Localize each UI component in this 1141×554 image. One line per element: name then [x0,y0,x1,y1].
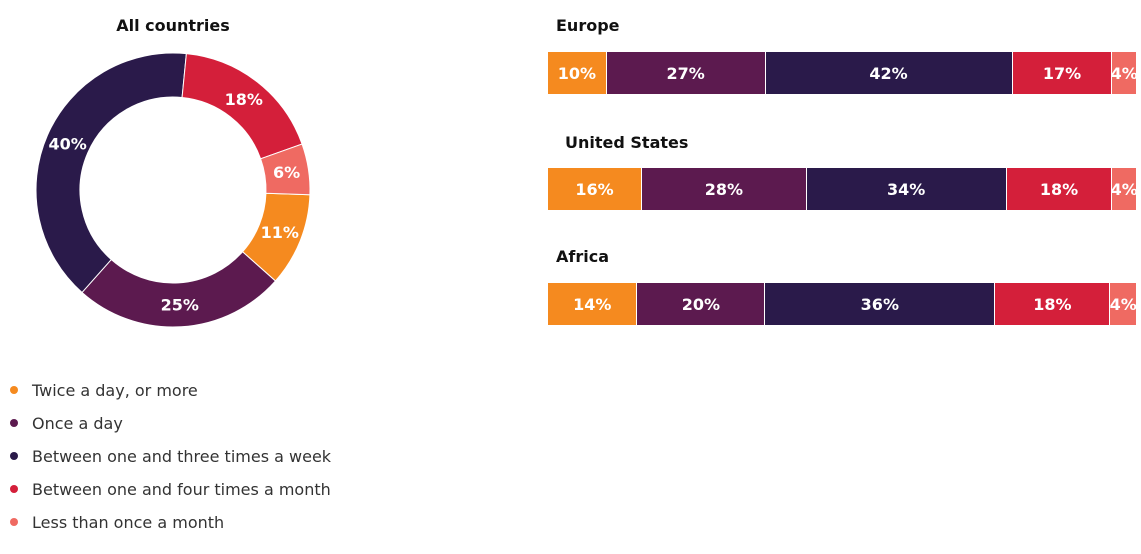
bar-segment-label: 42% [869,63,908,83]
legend-item: Less than once a month [10,508,331,536]
donut-title: All countries [116,16,230,35]
bar-segment-label: 27% [666,63,705,83]
bar-segment: 4% [1110,168,1136,210]
bar-segment-label: 4% [1109,294,1136,314]
bar-segment-label: 28% [704,179,744,199]
bar-segment: 16% [548,168,643,210]
africa-bar: 14% 20% 36% 18% 4% [548,283,1136,325]
legend-dot-icon [10,452,18,460]
bar-segment-label: 20% [681,294,721,314]
legend-label: Between one and three times a week [32,446,332,466]
legend-item: Between one and four times a month [10,475,331,503]
bar-segment: 4% [1110,283,1136,325]
donut-slice [81,251,277,328]
bar-segment-label: 10% [557,63,597,83]
legend-label: Once a day [32,413,123,433]
donut-slice-label: 6% [273,163,300,182]
donut-slice-label: 40% [48,134,86,153]
bar-segment: 42% [765,52,1013,94]
donut-slice [35,52,187,294]
bar-segment: 4% [1110,52,1136,94]
bar-segment: 18% [1006,168,1113,210]
legend-dot-icon [10,518,18,526]
donut-slice [259,143,311,196]
bar-segment: 17% [1012,52,1113,94]
bar-segment-label: 4% [1110,63,1136,83]
europe-title: Europe [556,16,620,35]
donut-slice-label: 18% [225,90,263,109]
bar-segment: 20% [637,283,766,325]
bar-segment-label: 17% [1042,63,1082,83]
bar-segment-label: 18% [1033,294,1072,314]
bar-segment: 27% [606,52,766,94]
bar-segment-label: 36% [860,294,899,314]
europe-bar: 10% 27% 42% 17% 4% [548,52,1136,94]
donut-chart: 11% 25% 40% 18% 6% [35,52,311,328]
legend-item: Between one and three times a week [10,442,331,470]
bar-segment: 28% [642,168,807,210]
donut-slice-label: 25% [161,295,199,314]
legend: Twice a day, or more Once a day Between … [10,376,331,541]
africa-title: Africa [556,247,609,266]
bar-segment-label: 4% [1110,179,1136,199]
bar-segment: 34% [806,168,1007,210]
legend-label: Twice a day, or more [32,380,198,400]
united-states-title: United States [565,133,689,152]
bar-segment-label: 16% [575,179,614,199]
legend-label: Between one and four times a month [32,479,331,499]
bar-segment: 14% [548,283,638,325]
bar-segment: 36% [765,283,996,325]
bar-segment: 18% [995,283,1111,325]
legend-item: Once a day [10,409,331,437]
united-states-bar: 16% 28% 34% 18% 4% [548,168,1136,210]
legend-dot-icon [10,386,18,394]
bar-segment-label: 34% [887,179,926,199]
donut-slice-label: 11% [261,223,299,242]
bar-segment: 10% [548,52,607,94]
bar-segment-label: 18% [1039,179,1079,199]
legend-label: Less than once a month [32,512,225,532]
legend-dot-icon [10,485,18,493]
legend-dot-icon [10,419,18,427]
bar-segment-label: 14% [573,294,612,314]
legend-item: Twice a day, or more [10,376,331,404]
